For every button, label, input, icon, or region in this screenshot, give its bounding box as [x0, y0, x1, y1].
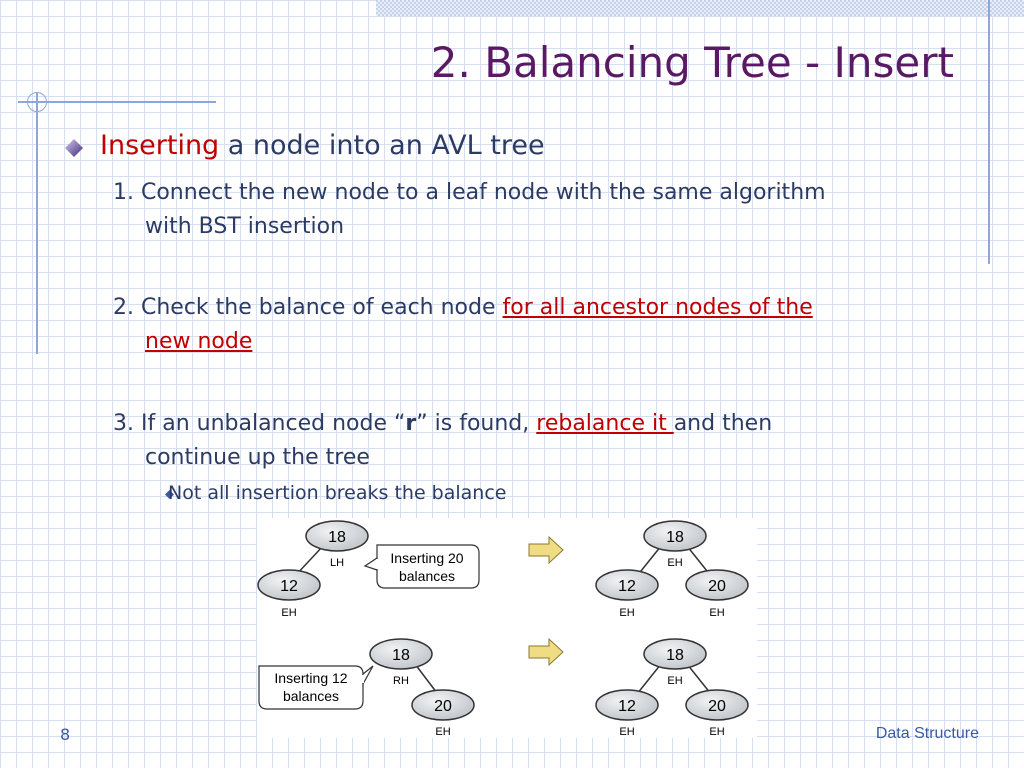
step-1-line2: with BST insertion — [145, 214, 345, 239]
step-2-link[interactable]: for all ancestor nodes of the — [502, 295, 813, 320]
diamond-bullet-icon — [65, 139, 83, 157]
node-bottom-right-left-value: 12 — [618, 698, 636, 715]
callout-bottom-line2: balances — [283, 688, 339, 704]
step-2-link-continued[interactable]: new node — [145, 329, 253, 354]
node-bottom-left-root — [369, 638, 433, 670]
callout-bottom — [258, 665, 364, 710]
node-bottom-right-root — [643, 638, 707, 670]
node-bottom-right-root-value: 18 — [666, 647, 684, 664]
node-bottom-left-right — [411, 689, 475, 721]
step-3-link[interactable]: rebalance it — [536, 411, 674, 436]
node-top-right-right — [685, 569, 749, 601]
node-bottom-left-root-value: 18 — [392, 647, 410, 664]
step-2-prefix: 2. Check the balance of each node — [113, 295, 503, 320]
node-top-right-left-value: 12 — [618, 578, 636, 595]
sub-bullet: Not all insertion breaks the balance — [168, 482, 507, 504]
node-bottom-left-right-balance: EH — [435, 726, 450, 738]
node-top-right-right-balance: EH — [709, 607, 724, 619]
node-top-right-left-balance: EH — [619, 607, 634, 619]
step-3-suffix: and then — [673, 411, 773, 436]
arrow-top — [528, 535, 564, 565]
step-3-middle: ” is found, — [416, 411, 537, 436]
node-top-right-right-value: 20 — [708, 578, 726, 595]
node-bottom-right-right-value: 20 — [708, 698, 726, 715]
node-top-right-root-value: 18 — [666, 529, 684, 546]
step-1-line1: 1. Connect the new node to a leaf node w… — [113, 180, 826, 205]
slide-title: 2. Balancing Tree - Insert — [430, 38, 954, 87]
node-top-right-root-balance: EH — [667, 557, 682, 569]
arrow-bottom — [528, 637, 564, 667]
left-horizontal-rule — [18, 101, 216, 103]
footer-course-name: Data Structure — [875, 725, 979, 742]
node-bottom-right-root-balance: EH — [667, 675, 682, 687]
node-bottom-right-left-balance: EH — [619, 726, 634, 738]
right-vertical-rule — [988, 0, 990, 264]
tree-bottom-right: 18 EH 12 EH 20 EH — [595, 638, 749, 738]
step-3: 3. If an unbalanced node “r” is found, r… — [113, 407, 772, 475]
step-2: 2. Check the balance of each node for al… — [113, 291, 813, 359]
callout-bottom-line1: Inserting 12 — [274, 670, 347, 686]
tree-top-left: 18 LH 12 EH Inserting 20 balances — [257, 520, 480, 619]
node-top-right-root — [643, 520, 707, 552]
node-bottom-left-root-balance: RH — [393, 675, 409, 687]
node-top-left-root-balance: LH — [330, 557, 344, 569]
main-bullet: Inserting a node into an AVL tree — [100, 130, 545, 161]
callout-top-line2: balances — [399, 568, 455, 584]
callout-top-line1: Inserting 20 — [390, 550, 463, 566]
tree-top-right: 18 EH 12 EH 20 EH — [595, 520, 749, 619]
tree-bottom-left: 18 RH 20 EH Inserting 12 balances — [258, 638, 475, 738]
avl-insert-diagram: 18 LH 12 EH Inserting 20 balances 18 EH … — [257, 518, 757, 738]
node-top-right-left — [595, 569, 659, 601]
node-bottom-right-left — [595, 689, 659, 721]
step-3-line2: continue up the tree — [145, 445, 370, 470]
node-top-left-left-value: 12 — [280, 578, 298, 595]
page-number: 8 — [60, 725, 71, 744]
corner-circle-ornament — [27, 92, 47, 112]
node-top-left-left-balance: EH — [281, 607, 296, 619]
node-bottom-right-right-balance: EH — [709, 726, 724, 738]
node-top-left-left — [257, 569, 321, 601]
step-1: 1. Connect the new node to a leaf node w… — [113, 176, 826, 244]
top-decorative-band — [376, 0, 1024, 16]
step-3-prefix: 3. If an unbalanced node “ — [113, 411, 406, 436]
bullet-highlight: Inserting — [100, 130, 220, 161]
sub-bullet-diamond-icon — [165, 490, 174, 499]
left-vertical-rule — [36, 92, 38, 354]
node-top-left-root — [305, 520, 369, 552]
node-bottom-right-right — [685, 689, 749, 721]
bullet-text: a node into an AVL tree — [219, 130, 545, 161]
step-3-bold: r — [405, 411, 417, 436]
node-top-left-root-value: 18 — [328, 529, 346, 546]
callout-top — [376, 544, 480, 589]
node-bottom-left-right-value: 20 — [434, 698, 452, 715]
